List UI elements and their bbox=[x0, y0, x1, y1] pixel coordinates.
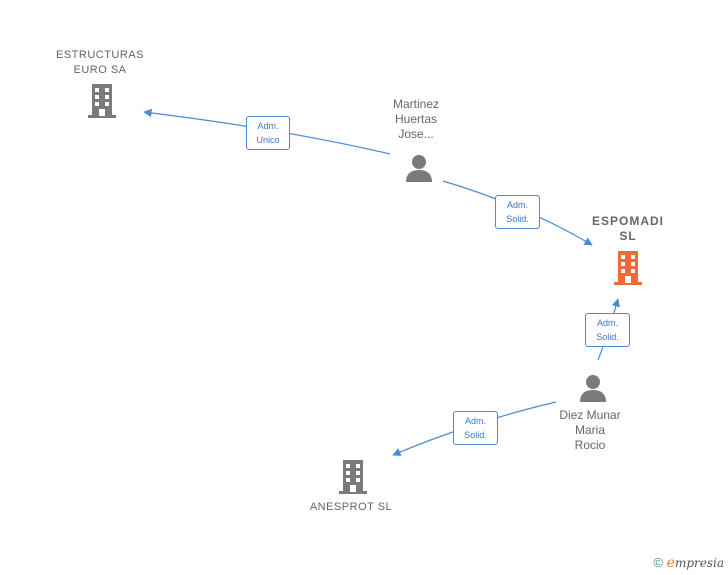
node-label-diez[interactable]: Diez Munar Maria Rocio bbox=[559, 408, 621, 452]
building-icon-focus[interactable] bbox=[612, 251, 644, 285]
brand-logo-text: mpresia bbox=[674, 556, 724, 570]
person-icon[interactable] bbox=[578, 373, 608, 403]
building-icon[interactable] bbox=[337, 460, 369, 494]
edge-badge-adm-solid[interactable]: Adm. Solid. bbox=[453, 411, 498, 445]
brand-footer: © empresia bbox=[653, 555, 724, 571]
node-label-estructuras[interactable]: ESTRUCTURAS EURO SA bbox=[55, 49, 144, 76]
edge-badge-adm-solid[interactable]: Adm. Solid. bbox=[585, 313, 630, 347]
building-icon[interactable] bbox=[86, 84, 118, 118]
node-label-anesprot[interactable]: ANESPROT SL bbox=[309, 501, 393, 513]
copyright-icon: © bbox=[653, 555, 664, 570]
edge-badge-adm-solid[interactable]: Adm. Solid. bbox=[495, 195, 540, 229]
brand-logo-e: e bbox=[666, 555, 675, 571]
node-label-espomadi[interactable]: ESPOMADI SL bbox=[591, 214, 664, 243]
edge-badge-adm-unico[interactable]: Adm. Unico bbox=[246, 116, 290, 150]
person-icon[interactable] bbox=[404, 153, 434, 183]
node-label-martinez[interactable]: Martinez Huertas Jose... bbox=[392, 97, 439, 141]
